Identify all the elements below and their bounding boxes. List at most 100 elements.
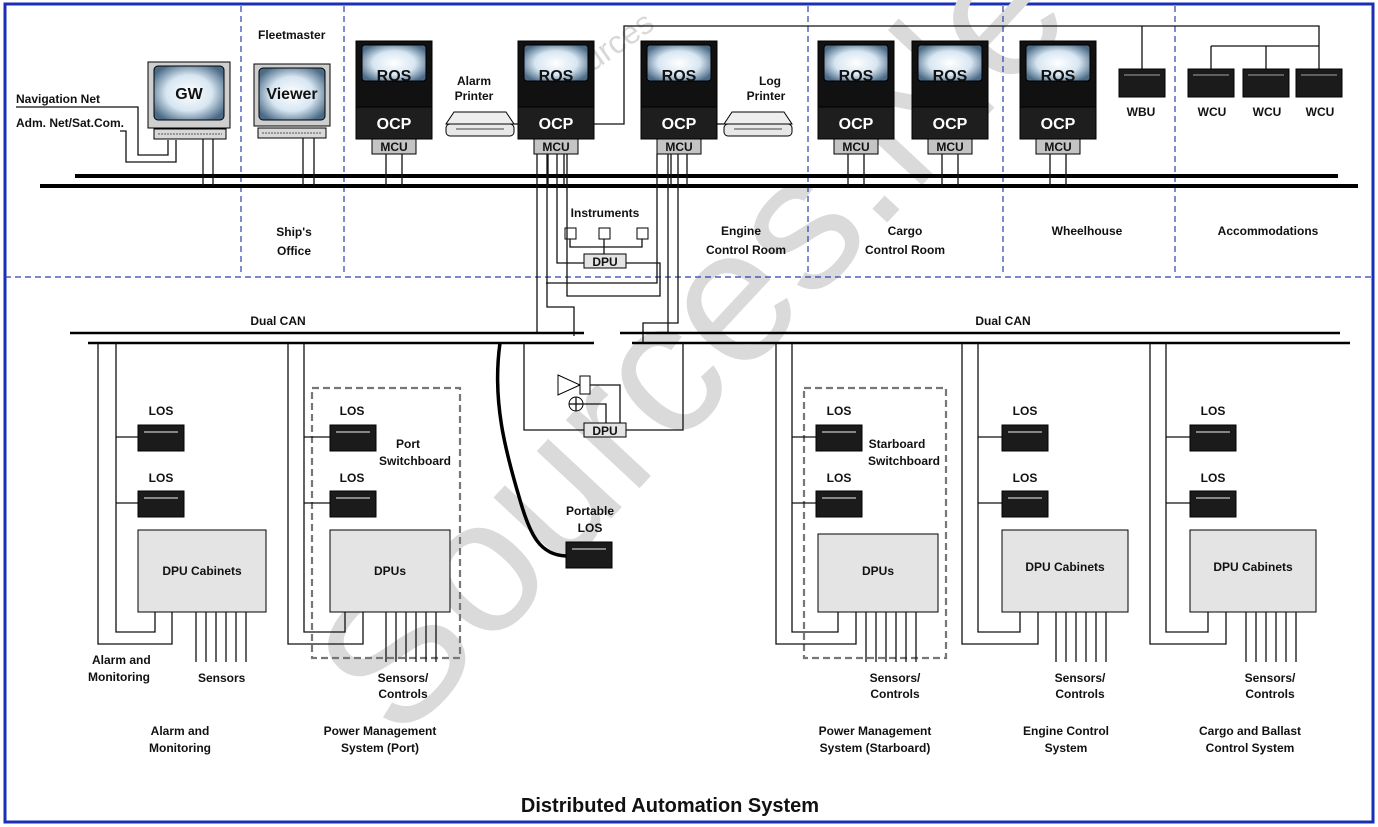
ocp-label-1: OCP bbox=[377, 116, 412, 133]
ecs-dpu-cabinets[interactable] bbox=[1001, 529, 1129, 613]
ros-unit-2[interactable] bbox=[517, 40, 595, 155]
port-switchboard-label-1: Port bbox=[396, 437, 420, 451]
stbd-switchboard-label-2: Switchboard bbox=[868, 454, 940, 468]
room-ecr-2: Control Room bbox=[706, 243, 786, 257]
ocp-label-6: OCP bbox=[1041, 116, 1076, 133]
gw-computer[interactable]: GW bbox=[147, 61, 231, 140]
ros-unit-5[interactable] bbox=[911, 40, 989, 155]
alarm-los-2[interactable] bbox=[137, 490, 185, 518]
room-ecr-1: Engine bbox=[721, 224, 761, 238]
instrument-icons bbox=[564, 227, 649, 254]
dpu-box-ecr[interactable] bbox=[583, 253, 627, 269]
system-cbcs-1: Cargo and Ballast bbox=[1199, 724, 1301, 738]
cbcs-los-label-2: LOS bbox=[1201, 471, 1226, 485]
alarm-printer[interactable] bbox=[445, 111, 515, 137]
room-wheelhouse: Wheelhouse bbox=[1052, 224, 1123, 238]
ecs-los-1[interactable] bbox=[1001, 424, 1049, 452]
ocp-label-2: OCP bbox=[539, 116, 574, 133]
cbcs-sensors-2: Controls bbox=[1245, 687, 1295, 701]
ecs-wiring bbox=[961, 343, 1039, 645]
log-printer-label-2: Printer bbox=[747, 89, 786, 103]
room-accommodations: Accommodations bbox=[1218, 224, 1319, 238]
alarm-printer-label-2: Printer bbox=[455, 89, 494, 103]
log-printer-label-1: Log bbox=[759, 74, 781, 88]
pms-stbd-los-label-1: LOS bbox=[827, 404, 852, 418]
pms-port-los-1[interactable] bbox=[329, 424, 377, 452]
ecs-sensors-2: Controls bbox=[1055, 687, 1105, 701]
port-switchboard-label-2: Switchboard bbox=[379, 454, 451, 468]
system-pms-stbd-1: Power Management bbox=[819, 724, 932, 738]
viewer-label: Viewer bbox=[266, 86, 317, 103]
ros-unit-6[interactable] bbox=[1019, 40, 1097, 155]
gw-label: GW bbox=[175, 86, 203, 103]
cbcs-dpu-cabinets[interactable] bbox=[1189, 529, 1317, 613]
system-cbcs-2: Control System bbox=[1206, 741, 1295, 755]
ecs-los-2[interactable] bbox=[1001, 490, 1049, 518]
system-pms-stbd-2: System (Starboard) bbox=[820, 741, 931, 755]
pms-stbd-los-label-2: LOS bbox=[827, 471, 852, 485]
room-ships-office-2: Office bbox=[277, 244, 311, 258]
ros-unit-4[interactable] bbox=[817, 40, 895, 155]
alarm-mon-small-2: Monitoring bbox=[88, 670, 150, 684]
pms-stbd-dpus[interactable] bbox=[817, 533, 939, 613]
log-printer[interactable] bbox=[723, 111, 793, 137]
ros-unit-3[interactable] bbox=[640, 40, 718, 155]
navigation-net-label: Navigation Net bbox=[16, 92, 100, 106]
system-ecs-2: System bbox=[1045, 741, 1088, 755]
adm-net-label: Adm. Net/Sat.Com. bbox=[16, 116, 124, 130]
pms-stbd-sensors-1: Sensors/ bbox=[870, 671, 921, 685]
mcu-label-4: MCU bbox=[842, 140, 869, 154]
ecs-los-label-2: LOS bbox=[1013, 471, 1038, 485]
pms-port-sensor-lines bbox=[385, 612, 437, 662]
cbcs-los-2[interactable] bbox=[1189, 490, 1237, 518]
ros-label-3: ROS bbox=[662, 68, 697, 85]
pms-stbd-sensor-lines bbox=[865, 612, 917, 662]
pms-port-los-label-1: LOS bbox=[340, 404, 365, 418]
alarm-printer-label-1: Alarm bbox=[457, 74, 491, 88]
ros-label-6: ROS bbox=[1041, 68, 1076, 85]
pms-port-los-label-2: LOS bbox=[340, 471, 365, 485]
pms-stbd-los-1[interactable] bbox=[815, 424, 863, 452]
viewer-computer[interactable]: Viewer bbox=[253, 63, 331, 139]
mcu-label-3: MCU bbox=[665, 140, 692, 154]
cbcs-los-label-1: LOS bbox=[1201, 404, 1226, 418]
mcu-label-1: MCU bbox=[380, 140, 407, 154]
ecs-los-label-1: LOS bbox=[1013, 404, 1038, 418]
navigation-net-line bbox=[16, 106, 169, 156]
wcu-unit-2[interactable] bbox=[1242, 68, 1290, 98]
wcu-unit-3[interactable] bbox=[1295, 68, 1343, 98]
cbcs-wiring bbox=[1149, 343, 1227, 645]
pms-port-dpus[interactable] bbox=[329, 529, 451, 613]
alarm-los-1[interactable] bbox=[137, 424, 185, 452]
portable-los-unit[interactable] bbox=[565, 541, 613, 569]
ocp-label-3: OCP bbox=[662, 116, 697, 133]
valve-symbol bbox=[568, 396, 584, 412]
pms-stbd-los-2[interactable] bbox=[815, 490, 863, 518]
alarm-dpu-cabinets[interactable] bbox=[137, 529, 267, 613]
ros-unit-1[interactable] bbox=[355, 40, 433, 155]
ecs-dpu-cabinets-label: DPU Cabinets bbox=[1025, 560, 1105, 574]
dpu-label-ecr: DPU bbox=[592, 255, 617, 269]
wbu-unit[interactable] bbox=[1118, 68, 1166, 98]
alarm-sensor-lines bbox=[195, 612, 247, 662]
room-ships-office-1: Ship's bbox=[276, 225, 312, 239]
portable-los-label-1: Portable bbox=[566, 504, 614, 518]
alarm-wiring bbox=[97, 343, 173, 645]
pms-port-los-2[interactable] bbox=[329, 490, 377, 518]
mcu-drops bbox=[385, 154, 1067, 186]
cbcs-los-1[interactable] bbox=[1189, 424, 1237, 452]
room-ccr-2: Control Room bbox=[865, 243, 945, 257]
alarm-sensors-label: Sensors bbox=[198, 671, 246, 685]
wcu-unit-1[interactable] bbox=[1187, 68, 1235, 98]
ros-label-1: ROS bbox=[377, 68, 412, 85]
alarm-mon-small-1: Alarm and bbox=[92, 653, 151, 667]
dual-can-label-left: Dual CAN bbox=[250, 314, 305, 328]
stbd-switchboard-box bbox=[802, 386, 948, 660]
cbcs-sensor-lines bbox=[1245, 612, 1297, 662]
mcu-label-5: MCU bbox=[936, 140, 963, 154]
portable-los-label-2: LOS bbox=[578, 521, 603, 535]
alarm-dpu-cabinets-label: DPU Cabinets bbox=[162, 564, 242, 578]
pms-port-wiring bbox=[287, 343, 364, 645]
stbd-switchboard-label-1: Starboard bbox=[869, 437, 926, 451]
